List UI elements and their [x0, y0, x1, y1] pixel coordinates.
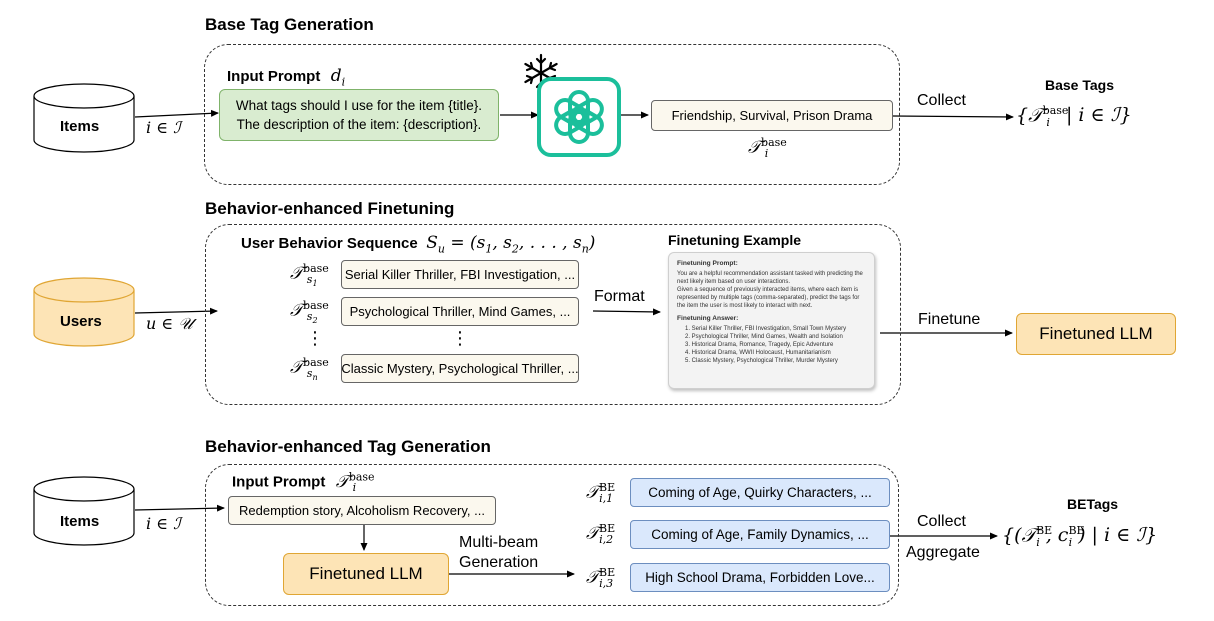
seq-dots-right: ⋮: [451, 328, 469, 348]
base-tags-box: Friendship, Survival, Prison Drama: [651, 100, 893, 131]
users-var: u ∈ 𝒰: [146, 314, 193, 333]
items-var-betag: i ∈ ℐ: [146, 514, 181, 533]
arrow-format: [592, 308, 661, 316]
items-label-betag: Items: [60, 513, 100, 530]
database-cylinder-icon: [33, 476, 135, 546]
prompt-line-1: What tags should I use for the item {tit…: [235, 98, 483, 113]
format-label: Format: [594, 288, 645, 305]
prompt-line-2: The description of the item: {descriptio…: [236, 117, 482, 132]
betag-input-label: Input Prompt: [232, 473, 326, 491]
prompt-template-box: What tags should I use for the item {tit…: [219, 89, 499, 141]
section-frame-betag: [205, 464, 899, 606]
doc-answer-item: 1. Serial Killer Thriller, FBI Investiga…: [685, 326, 847, 332]
doc-prompt-p2: Given a sequence of previously interacte…: [677, 287, 860, 309]
seq-row-var-n: 𝒯basesn: [290, 356, 329, 383]
base-tags-title: Base Tags: [1045, 77, 1114, 93]
betag-input-heading: Input Prompt 𝒯basei: [232, 470, 375, 495]
section-frame-base: [204, 44, 900, 185]
doc-answer-head: Finetuning Answer:: [677, 315, 739, 322]
doc-prompt-p1: You are a helpful recommendation assista…: [677, 271, 863, 285]
input-prompt-label: Input Prompt: [227, 68, 321, 85]
betag-aggregate-label: Aggregate: [906, 544, 980, 561]
database-cylinder-icon: [33, 277, 135, 347]
arrow-items-to-input: [134, 504, 225, 512]
doc-answer-item: 4. Historical Drama, WWII Holocaust, Hum…: [685, 350, 831, 356]
betag-input-var: 𝒯basei: [335, 470, 375, 495]
users-label: Users: [60, 313, 102, 330]
doc-answer-item: 2. Psychological Thriller, Mind Games, W…: [685, 334, 843, 340]
betag-row-var-1: 𝒯BEi,1: [586, 481, 616, 506]
finetuning-example-doc: Finetuning Prompt: You are a helpful rec…: [668, 252, 875, 389]
base-tags-var: 𝒯basei: [748, 136, 787, 161]
seq-row-var-1: 𝒯bases1: [290, 262, 329, 289]
seq-row-box-n: Classic Mystery, Psychological Thriller,…: [341, 354, 579, 383]
user-seq-label: User Behavior Sequence: [241, 235, 418, 252]
betag-row-box-1: Coming of Age, Quirky Characters, ...: [630, 478, 890, 507]
section-frame-finetune: [205, 224, 901, 405]
seq-dots-left: ⋮: [306, 328, 324, 348]
user-seq-var: Su = (s1, s2, . . . , sn): [426, 233, 596, 256]
finetune-label: Finetune: [918, 311, 981, 328]
section-title-betag: Behavior-enhanced Tag Generation: [205, 437, 491, 456]
betag-row-box-2: Coming of Age, Family Dynamics, ...: [630, 520, 890, 549]
betag-row-box-3: High School Drama, Forbidden Love...: [630, 563, 890, 592]
arrow-users-to-seq: [134, 307, 218, 315]
finetuned-llm-box: Finetuned LLM: [1016, 313, 1176, 355]
database-cylinder-icon: [33, 83, 135, 153]
seq-row-box-2: Psychological Thriller, Mind Games, ...: [341, 297, 579, 326]
finetuning-example-title: Finetuning Example: [668, 232, 802, 248]
multibeam-label: Multi-beam Generation: [459, 534, 539, 571]
betag-row-var-2: 𝒯BEi,2: [586, 522, 616, 547]
betags-title: BETags: [1067, 496, 1119, 512]
seq-row-var-2: 𝒯bases2: [290, 299, 329, 326]
betag-row-var-3: 𝒯BEi,3: [586, 566, 616, 591]
input-prompt-var: di: [330, 66, 346, 89]
arrow-tags-collect: [892, 113, 1014, 121]
collect-label: Collect: [917, 92, 966, 109]
base-tags-set: {𝒯basei | i ∈ ℐ}: [1016, 104, 1132, 130]
betags-set: {(𝒯BEi, cBEi) | i ∈ ℐ}: [1002, 524, 1158, 550]
betag-input-box: Redemption story, Alcoholism Recovery, .…: [228, 496, 496, 525]
items-label: Items: [60, 118, 100, 135]
user-seq-heading: User Behavior Sequence Su = (s1, s2, . .…: [241, 233, 595, 255]
doc-answer-item: 5. Classic Mystery, Psychological Thrill…: [685, 358, 838, 364]
betag-llm-box: Finetuned LLM: [283, 553, 449, 595]
items-var: i ∈ ℐ: [146, 118, 181, 137]
doc-prompt-head: Finetuning Prompt:: [677, 260, 738, 267]
section-title-base: Base Tag Generation: [205, 15, 374, 34]
openai-logo-icon: [537, 77, 621, 157]
doc-answer-item: 3. Historical Drama, Romance, Tragedy, E…: [685, 342, 834, 348]
seq-row-box-1: Serial Killer Thriller, FBI Investigatio…: [341, 260, 579, 289]
input-prompt-heading: Input Prompt di: [227, 66, 345, 88]
betag-collect-label: Collect: [917, 513, 966, 530]
section-title-finetune: Behavior-enhanced Finetuning: [205, 199, 455, 218]
